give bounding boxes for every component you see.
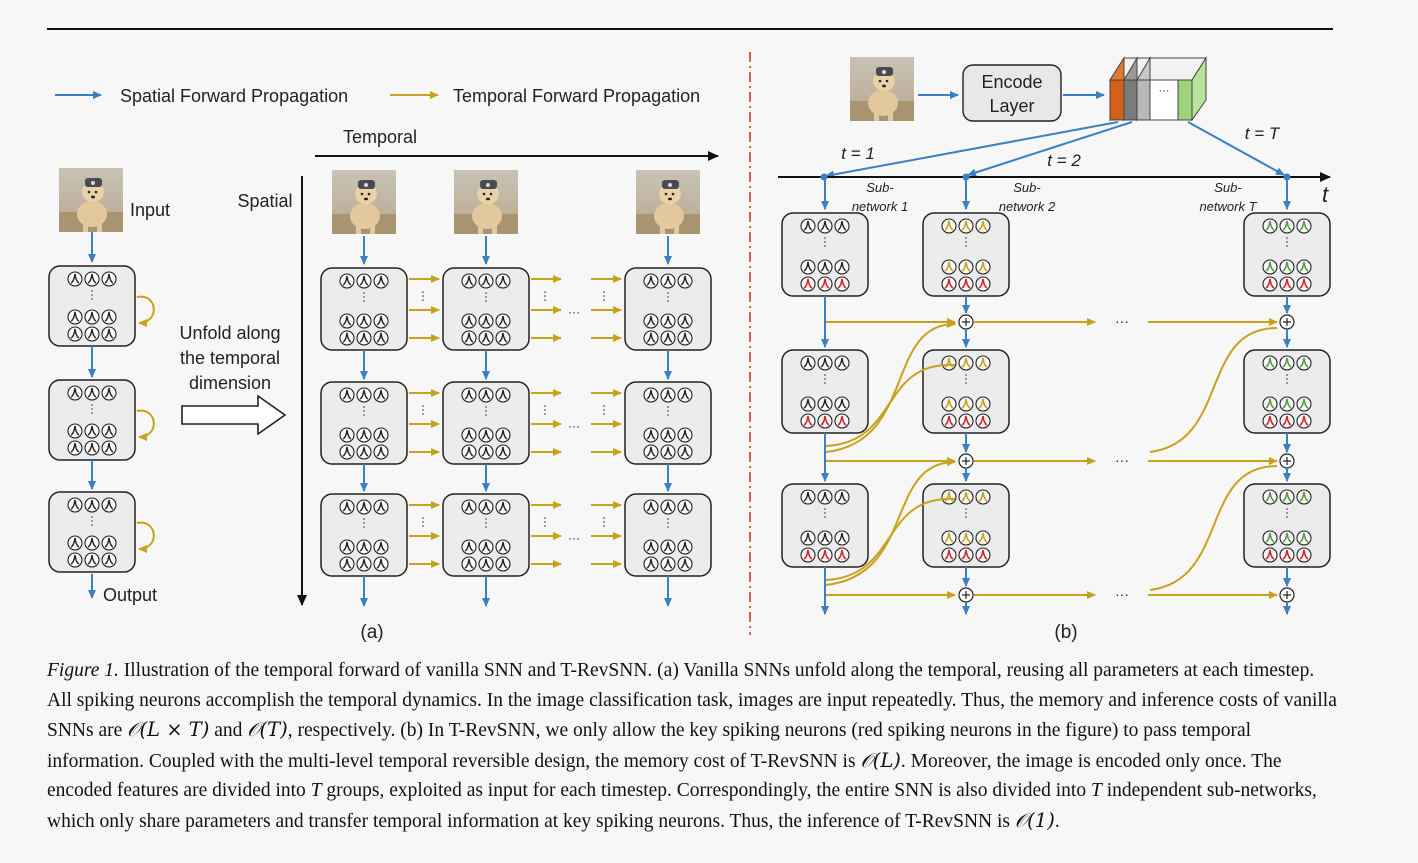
legend-spatial-label: Spatial Forward Propagation bbox=[120, 86, 348, 106]
caption-t-b: T bbox=[1090, 780, 1102, 801]
caption-o-t: 𝒪(T) bbox=[247, 718, 288, 741]
caption-t-a: T bbox=[310, 780, 322, 801]
add-node bbox=[1279, 314, 1295, 330]
time-axis-label: t bbox=[1322, 182, 1329, 207]
panel-b: Encode Layer ··· t = 1 t = 2 t = T t bbox=[778, 56, 1331, 643]
unfold-text-2: the temporal bbox=[180, 348, 280, 368]
sub2-label-2: network 2 bbox=[999, 199, 1056, 214]
vanilla-block bbox=[48, 379, 136, 461]
sub1-label-1: Sub- bbox=[866, 180, 894, 195]
timestep-input-image bbox=[636, 170, 700, 234]
panel-b-label: (b) bbox=[1054, 622, 1077, 643]
subnet-block bbox=[1243, 212, 1331, 297]
spatial-axis-label: Spatial bbox=[237, 191, 292, 211]
ellipsis: ··· bbox=[568, 305, 580, 319]
add-node bbox=[958, 453, 974, 469]
t2-label: t = 2 bbox=[1047, 151, 1081, 170]
ellipsis: ··· bbox=[568, 531, 580, 545]
unfold-text-3: dimension bbox=[189, 373, 271, 393]
cube-dots: ··· bbox=[1159, 85, 1170, 97]
unfold-text-1: Unfold along bbox=[179, 323, 280, 343]
ellipsis: ··· bbox=[568, 419, 580, 433]
subnet-block bbox=[922, 212, 1010, 297]
figure-diagram: Spatial Forward Propagation Temporal For… bbox=[47, 28, 1333, 643]
unfolded-block bbox=[442, 381, 530, 465]
caption-o-lt: 𝒪(L × T) bbox=[127, 718, 210, 741]
ellipsis: ··· bbox=[1115, 452, 1129, 468]
trevsnn-grid: ··· ··· ··· bbox=[781, 180, 1331, 615]
legend-temporal-label: Temporal Forward Propagation bbox=[453, 86, 700, 106]
unfolded-grid: ··· ··· ··· bbox=[320, 170, 712, 607]
subnet-block bbox=[922, 483, 1010, 568]
sub1-label-2: network 1 bbox=[852, 199, 908, 214]
add-node bbox=[958, 314, 974, 330]
unfolded-block bbox=[320, 381, 408, 465]
encode-layer-box bbox=[962, 64, 1062, 122]
subnet-block bbox=[1243, 349, 1331, 434]
unfolded-block bbox=[624, 381, 712, 465]
subT-label-1: Sub- bbox=[1214, 180, 1242, 195]
unfolded-block bbox=[320, 493, 408, 577]
add-node bbox=[958, 587, 974, 603]
vanilla-block bbox=[48, 265, 136, 347]
unfolded-block bbox=[320, 267, 408, 351]
vanilla-block bbox=[48, 491, 136, 573]
sub2-label-1: Sub- bbox=[1013, 180, 1041, 195]
subnet-block bbox=[1243, 483, 1331, 568]
panel-a: Input Output Unfold along the temporal d… bbox=[48, 127, 719, 643]
encode-layer-line2: Layer bbox=[989, 96, 1034, 116]
ellipsis: ··· bbox=[1115, 586, 1129, 602]
unfolded-block bbox=[624, 267, 712, 351]
panel-a-label: (a) bbox=[360, 622, 383, 643]
figure-caption: Figure 1. Illustration of the temporal f… bbox=[47, 656, 1337, 836]
tT-label: t = T bbox=[1245, 124, 1281, 143]
add-node bbox=[1279, 587, 1295, 603]
input-image bbox=[59, 168, 123, 232]
panel-b-input-image bbox=[850, 57, 914, 121]
caption-lead: Figure 1. bbox=[47, 660, 119, 681]
subnet-block bbox=[781, 483, 869, 568]
ellipsis: ··· bbox=[1115, 313, 1129, 329]
subnet-block bbox=[922, 349, 1010, 434]
caption-o-l: 𝒪(L) bbox=[860, 748, 901, 772]
unfold-arrow bbox=[181, 394, 287, 436]
input-label: Input bbox=[130, 200, 170, 220]
add-node bbox=[1279, 453, 1295, 469]
temporal-axis-label: Temporal bbox=[343, 127, 417, 147]
t1-label: t = 1 bbox=[841, 144, 875, 163]
subnet-block bbox=[781, 212, 869, 297]
caption-s4: . Moreover, the image is encoded only on… bbox=[47, 750, 1282, 802]
subT-label-2: network T bbox=[1199, 199, 1257, 214]
unfolded-block bbox=[442, 493, 530, 577]
caption-o-1: 𝒪(1) bbox=[1014, 808, 1055, 832]
caption-s3: , respectively. (b) In T-RevSNN, we only… bbox=[47, 720, 1252, 772]
caption-s2: and bbox=[209, 720, 248, 741]
caption-s6: independent sub-networks, which only sha… bbox=[47, 780, 1317, 832]
timestep-input-image bbox=[454, 170, 518, 234]
output-label: Output bbox=[103, 585, 157, 605]
feature-cube: ··· bbox=[1109, 56, 1207, 122]
caption-s1: Illustration of the temporal forward of … bbox=[47, 660, 1337, 741]
legend: Spatial Forward Propagation Temporal For… bbox=[55, 86, 700, 106]
vanilla-snn-column bbox=[48, 265, 155, 573]
unfolded-block bbox=[442, 267, 530, 351]
caption-s7: . bbox=[1054, 810, 1060, 832]
encode-layer-line1: Encode bbox=[981, 72, 1042, 92]
subnet-block bbox=[781, 349, 869, 434]
unfolded-block bbox=[624, 493, 712, 577]
timestep-input-image bbox=[332, 170, 396, 234]
caption-s5: groups, exploited as input for each time… bbox=[321, 780, 1091, 801]
